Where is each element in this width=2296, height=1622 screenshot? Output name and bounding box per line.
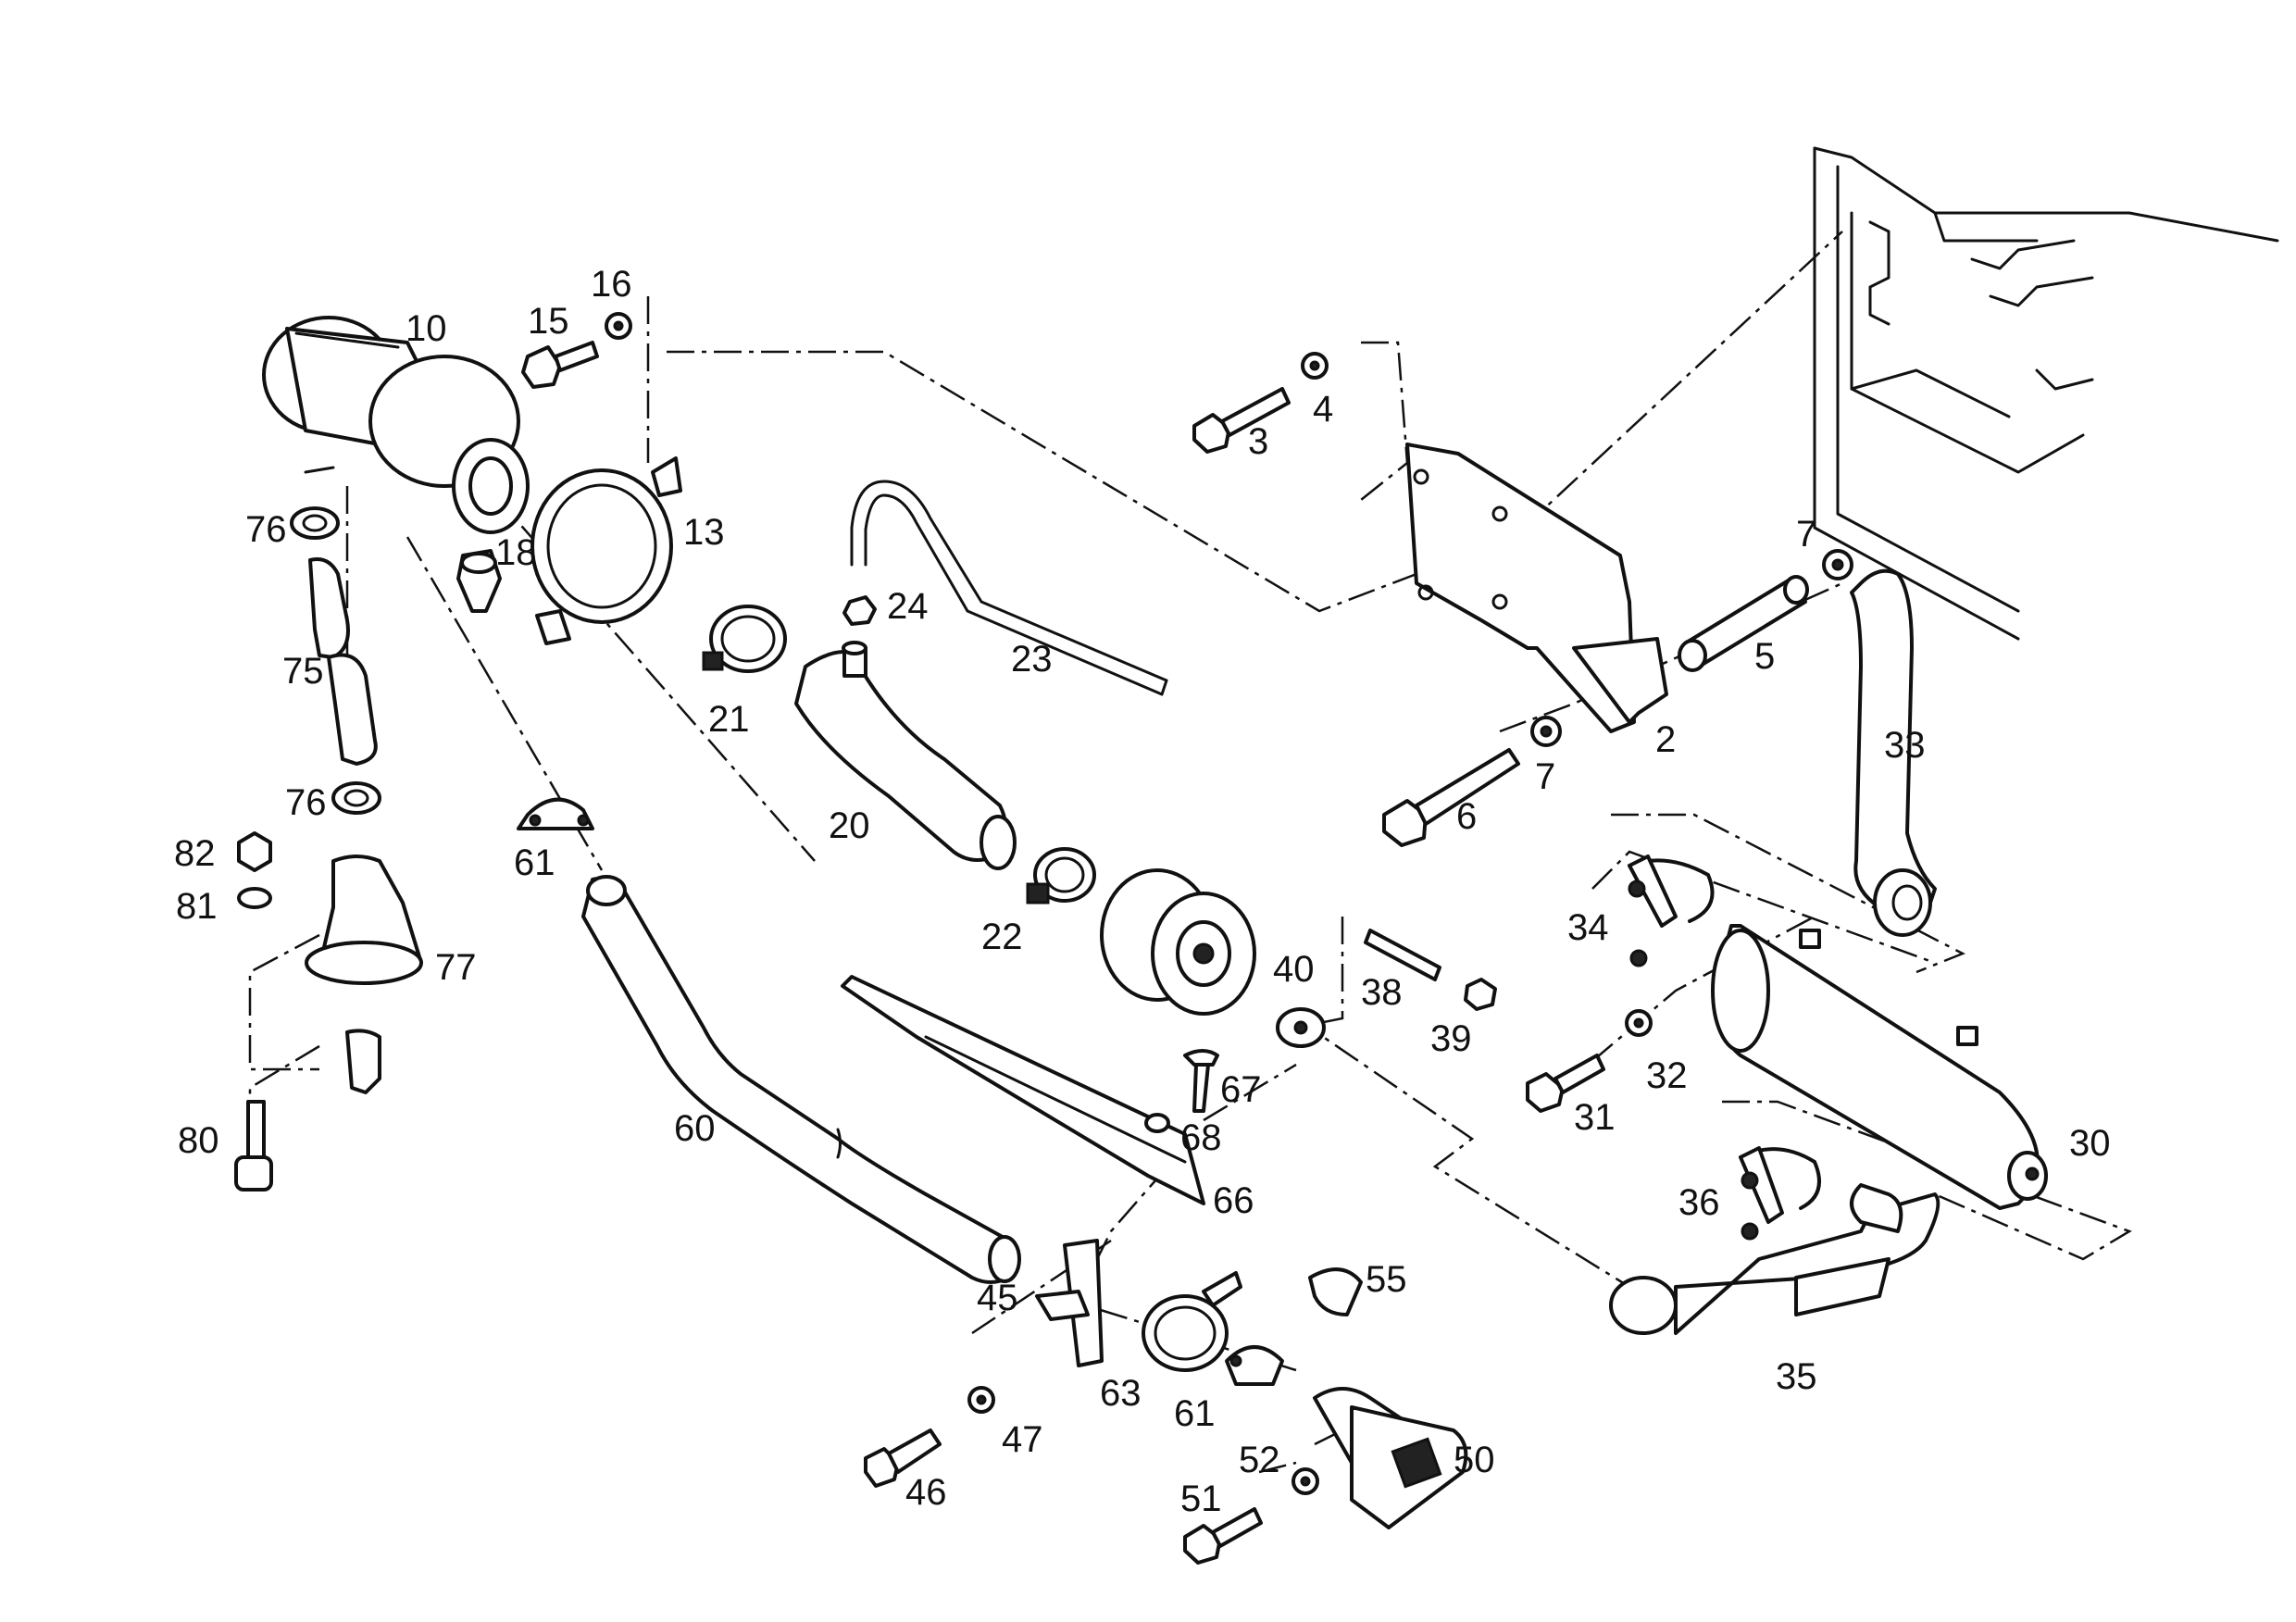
callout-76: 76 — [285, 782, 327, 823]
callout-39: 39 — [1430, 1018, 1472, 1059]
callout-52: 52 — [1239, 1440, 1280, 1480]
bolt-46 — [864, 1429, 942, 1488]
bolt-6 — [1382, 748, 1520, 847]
clamp-61-lower — [1225, 1345, 1284, 1386]
exhaust-tube-60 — [581, 875, 1021, 1284]
callout-2: 2 — [1655, 719, 1676, 760]
callout-10: 10 — [406, 308, 447, 349]
clamp-76-lower — [331, 781, 381, 815]
nut-82 — [237, 831, 272, 872]
callout-16: 16 — [591, 264, 632, 305]
bolt-51 — [1183, 1507, 1263, 1565]
washer-81 — [237, 887, 272, 909]
callout-7: 7 — [1796, 514, 1816, 555]
breather-hose-23 — [850, 480, 1168, 696]
bolt-15 — [521, 341, 599, 389]
bracket-plate-2 — [1405, 443, 1668, 733]
washer-52 — [1292, 1467, 1319, 1495]
callout-18: 18 — [495, 532, 537, 573]
callout-68: 68 — [1180, 1117, 1222, 1158]
bolt-3 — [1192, 387, 1291, 454]
callout-35: 35 — [1776, 1356, 1817, 1397]
washer-47 — [967, 1386, 995, 1414]
washer-7-upper — [1822, 549, 1853, 580]
nut-24 — [842, 595, 877, 626]
callout-6: 6 — [1456, 796, 1477, 837]
callout-32: 32 — [1646, 1055, 1688, 1096]
callout-47: 47 — [1002, 1419, 1043, 1460]
callout-75: 75 — [282, 651, 324, 692]
spacer-5 — [1678, 575, 1809, 672]
callout-38: 38 — [1361, 972, 1403, 1013]
nut-39 — [1464, 978, 1497, 1011]
bolt-67 — [1183, 1049, 1219, 1113]
callout-5: 5 — [1754, 636, 1775, 677]
callout-76: 76 — [245, 509, 287, 550]
callout-81: 81 — [176, 886, 218, 927]
bracket-ring-13 — [530, 456, 682, 645]
hose-clamp-21 — [702, 605, 787, 673]
sensor-18 — [456, 549, 502, 613]
stud-38 — [1364, 929, 1441, 981]
callout-63: 63 — [1100, 1373, 1142, 1414]
callout-20: 20 — [829, 805, 870, 846]
hose-75 — [308, 557, 378, 766]
bolt-31 — [1526, 1054, 1605, 1113]
washer-7-lower — [1530, 716, 1562, 747]
callout-24: 24 — [887, 586, 929, 627]
dust-boot-77 — [305, 855, 423, 1094]
exhaust-pipe-35 — [1609, 1183, 1940, 1335]
rubber-mount-40 — [1100, 868, 1326, 1048]
callout-82: 82 — [174, 833, 216, 874]
callout-51: 51 — [1180, 1479, 1222, 1519]
callout-4: 4 — [1313, 389, 1333, 430]
callout-77: 77 — [435, 947, 477, 988]
u-clamp-36 — [1739, 1146, 1821, 1241]
callout-22: 22 — [981, 917, 1023, 957]
callout-66: 66 — [1213, 1180, 1254, 1221]
heat-shield-66 — [841, 975, 1205, 1205]
callout-21: 21 — [708, 699, 750, 740]
exhaust-pipe-33 — [1850, 568, 1937, 937]
gasket-55 — [1308, 1267, 1363, 1316]
air-filter-10 — [262, 316, 530, 534]
vehicle-frame — [1813, 146, 2279, 641]
washer-68 — [1144, 1113, 1170, 1133]
intake-hose-20 — [794, 641, 1017, 870]
callout-40: 40 — [1273, 949, 1315, 990]
washer-4 — [1301, 352, 1329, 380]
u-clamp-34 — [1628, 855, 1715, 967]
callout-61: 61 — [514, 842, 555, 883]
callout-55: 55 — [1366, 1259, 1407, 1300]
callout-31: 31 — [1574, 1097, 1616, 1138]
callout-61: 61 — [1174, 1393, 1216, 1434]
callout-13: 13 — [683, 512, 725, 553]
washer-32 — [1625, 1009, 1653, 1037]
callout-50: 50 — [1454, 1440, 1495, 1480]
callout-34: 34 — [1567, 907, 1609, 948]
callout-15: 15 — [528, 301, 569, 342]
bracket-45 — [1035, 1239, 1104, 1367]
callout-46: 46 — [905, 1472, 947, 1513]
clamp-61-upper — [517, 797, 594, 830]
muffler-30 — [1711, 924, 2048, 1210]
tailpipe-50 — [1313, 1387, 1468, 1529]
callout-67: 67 — [1220, 1069, 1262, 1110]
callout-7: 7 — [1535, 756, 1555, 797]
callout-80: 80 — [178, 1120, 219, 1161]
bolt-80 — [234, 1100, 273, 1192]
callout-30: 30 — [2069, 1123, 2111, 1164]
band-clamp-63 — [1142, 1271, 1242, 1372]
hose-clamp-22 — [1026, 847, 1096, 905]
callout-60: 60 — [674, 1108, 716, 1149]
callout-45: 45 — [977, 1278, 1018, 1318]
callout-3: 3 — [1248, 421, 1268, 462]
callout-33: 33 — [1884, 725, 1926, 766]
washer-16 — [605, 312, 632, 340]
callout-labels: 2 3 4 5 6 7 7 10 13 15 16 18 20 21 22 23… — [174, 264, 2111, 1519]
callout-36: 36 — [1678, 1182, 1720, 1223]
callout-23: 23 — [1011, 639, 1053, 680]
clamp-76-upper — [290, 506, 340, 540]
